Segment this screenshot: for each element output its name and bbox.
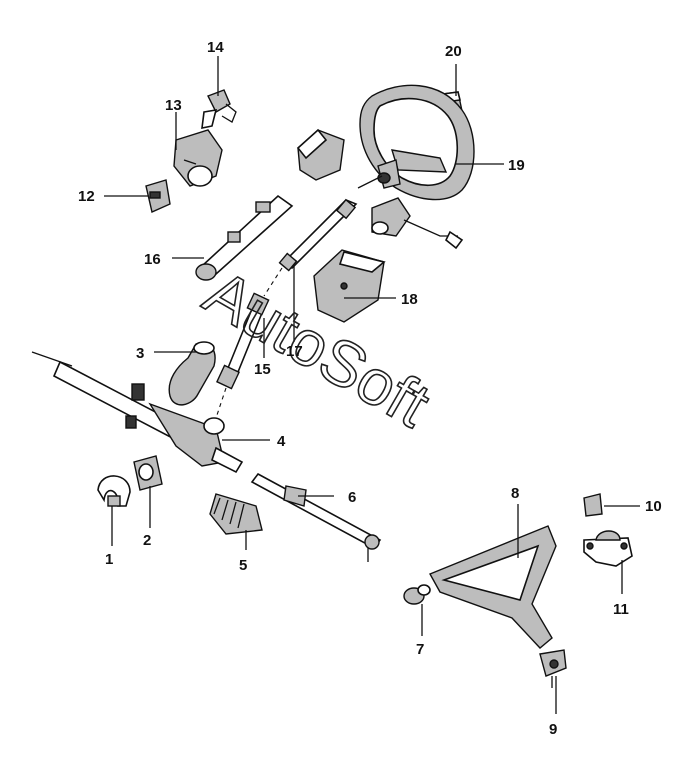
callout-10: 10 [645,498,662,515]
callout-4: 4 [277,433,286,450]
part-7-bushing [403,584,431,605]
callout-14: 14 [207,39,224,56]
callout-12: 12 [78,188,95,205]
callout-18: 18 [401,291,418,308]
callout-20: 20 [445,43,462,60]
part-5-bellows [209,493,263,535]
callout-13: 13 [165,97,182,114]
part-8-control-arm [429,525,557,649]
part-6-tie-rod [250,472,382,562]
combination-switch [371,197,464,250]
leader-lines [104,56,640,714]
callout-17: 17 [286,343,303,360]
part-2-bushing [133,455,163,491]
callout-11: 11 [613,601,629,618]
callout-7: 7 [416,641,424,658]
part-18-column-shroud [313,249,386,323]
part-12-ignition-switch [145,179,171,213]
callout-2: 2 [143,532,151,549]
part-11-bracket [583,530,633,567]
callout-15: 15 [254,361,271,378]
part-9-ball-joint [539,649,567,688]
part-16-column-tube [195,194,294,281]
callout-9: 9 [549,721,557,738]
callout-6: 6 [348,489,356,506]
callout-16: 16 [144,251,161,268]
callout-8: 8 [511,485,519,502]
part-3-boot [168,341,216,406]
part-4-steering-rack [31,351,244,474]
part-14-ignition-key [201,89,237,130]
callout-5: 5 [239,557,247,574]
part-13-ignition-lock [173,129,223,187]
callout-19: 19 [508,157,525,174]
part-19-steering-wheel [359,84,475,201]
upper-shroud [296,128,345,181]
callout-1: 1 [105,551,113,568]
part-17-column-shaft [263,175,383,297]
part-1-clamp [97,475,131,507]
part-10-bushing [583,493,603,517]
part-15-intermediate-shaft [211,292,270,431]
callout-3: 3 [136,345,144,362]
